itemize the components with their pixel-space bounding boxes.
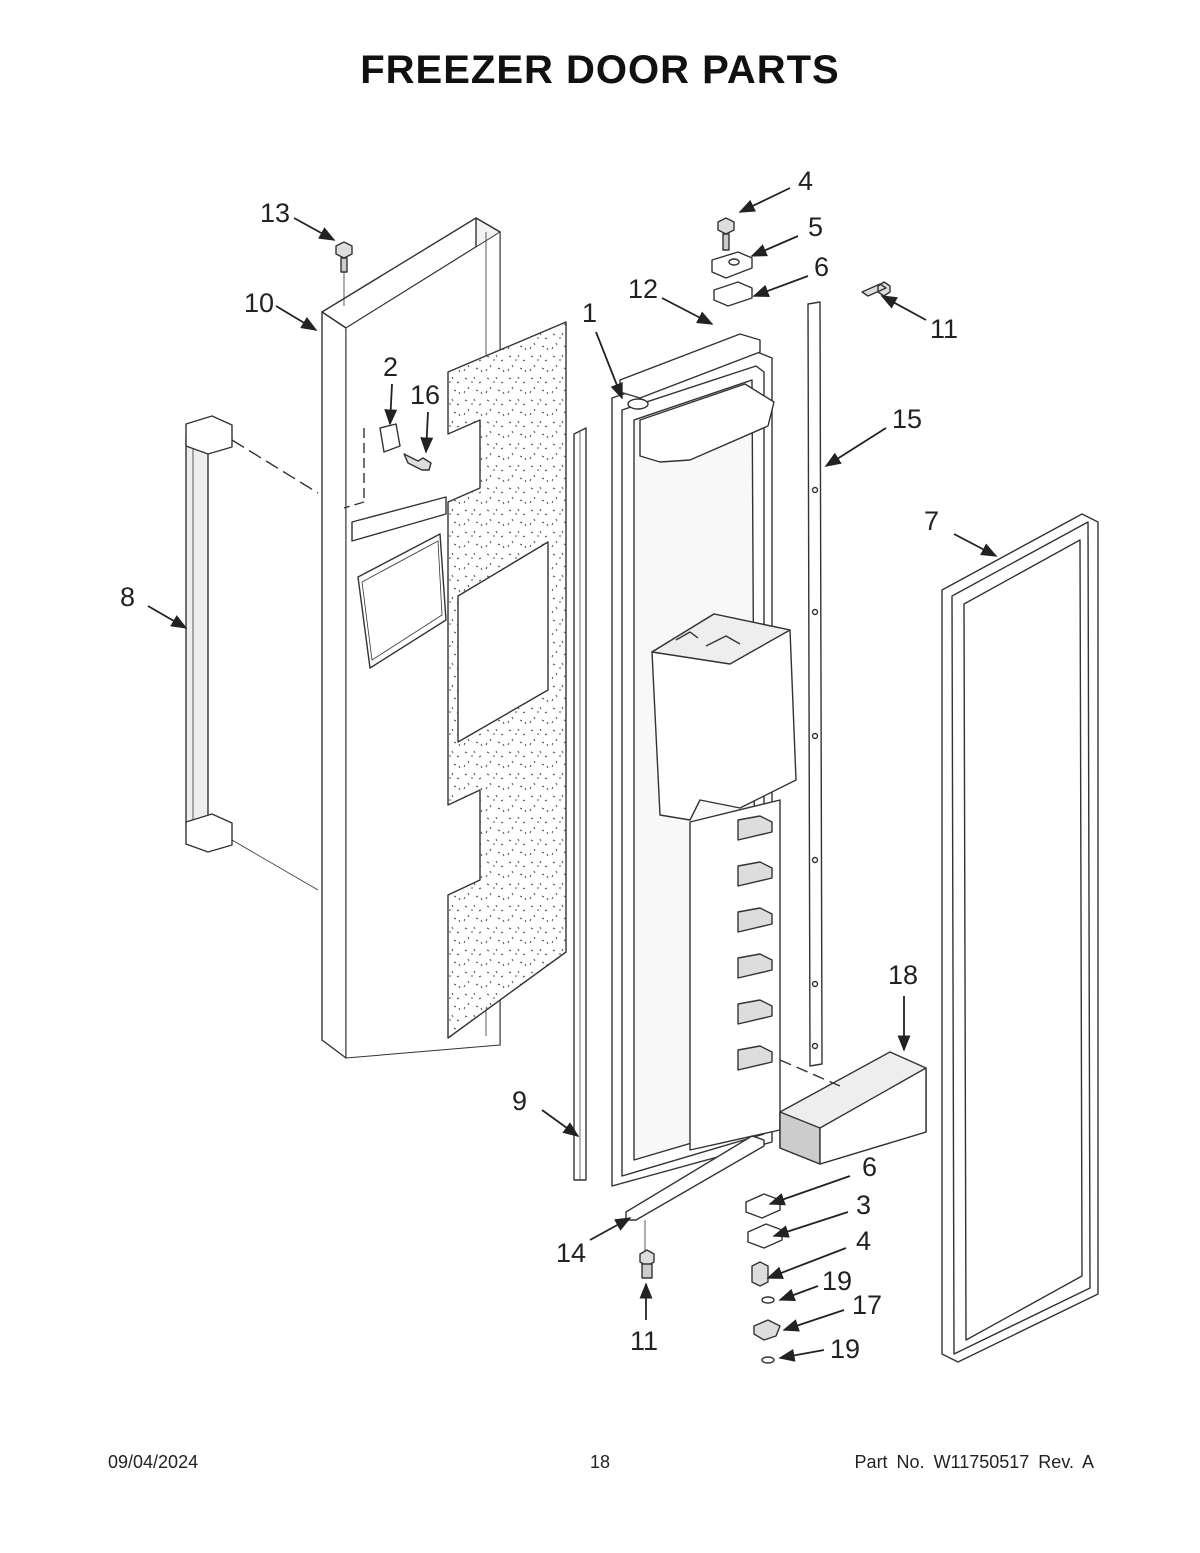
door-gasket-strip-part bbox=[573, 427, 587, 1181]
callout-2: 2 bbox=[383, 352, 398, 382]
callout-9: 9 bbox=[512, 1086, 527, 1116]
callout-19-upper: 19 bbox=[822, 1266, 852, 1296]
callout-4-top: 4 bbox=[798, 166, 813, 196]
side-screw-part bbox=[861, 281, 891, 297]
footer-date: 09/04/2024 bbox=[108, 1452, 199, 1472]
callout-13: 13 bbox=[260, 198, 290, 228]
bottom-screw-part bbox=[639, 1249, 655, 1279]
callout-12: 12 bbox=[628, 274, 658, 304]
page-title: FREEZER DOOR PARTS bbox=[360, 48, 840, 92]
callout-10: 10 bbox=[244, 288, 274, 318]
callout-4-bottom: 4 bbox=[856, 1226, 871, 1256]
foam-insulation-part bbox=[447, 321, 567, 1039]
top-hinge-assembly-part bbox=[711, 217, 753, 307]
callout-14: 14 bbox=[556, 1238, 586, 1268]
callout-18: 18 bbox=[888, 960, 918, 990]
door-gasket-part bbox=[941, 513, 1099, 1363]
callout-5: 5 bbox=[808, 212, 823, 242]
footer-part-number: Part No. W11750517 Rev. A bbox=[854, 1452, 1094, 1472]
callout-19-lower: 19 bbox=[830, 1334, 860, 1364]
clip-and-screw-part bbox=[343, 423, 432, 509]
door-handle-part bbox=[185, 415, 319, 891]
bottom-hinge-assembly-part bbox=[745, 1193, 783, 1364]
callout-labels: 13 10 2 16 8 1 12 4 5 6 11 15 7 18 9 14 … bbox=[120, 166, 958, 1364]
callout-8: 8 bbox=[120, 582, 135, 612]
callout-17: 17 bbox=[852, 1290, 882, 1320]
callout-11-bottom: 11 bbox=[630, 1326, 658, 1356]
callout-15: 15 bbox=[892, 404, 922, 434]
callout-16: 16 bbox=[410, 380, 440, 410]
callout-1: 1 bbox=[582, 298, 597, 328]
callout-11-top: 11 bbox=[930, 314, 958, 344]
top-screw-part bbox=[335, 241, 353, 306]
callout-7: 7 bbox=[924, 506, 939, 536]
callout-3: 3 bbox=[856, 1190, 871, 1220]
door-bin-part bbox=[779, 1051, 927, 1165]
inner-door-liner-part bbox=[611, 349, 797, 1187]
footer-page-number: 18 bbox=[589, 1452, 611, 1472]
side-trim-strip-part bbox=[807, 301, 823, 1067]
callout-6-top: 6 bbox=[814, 252, 829, 282]
callout-6-bottom: 6 bbox=[862, 1152, 877, 1182]
